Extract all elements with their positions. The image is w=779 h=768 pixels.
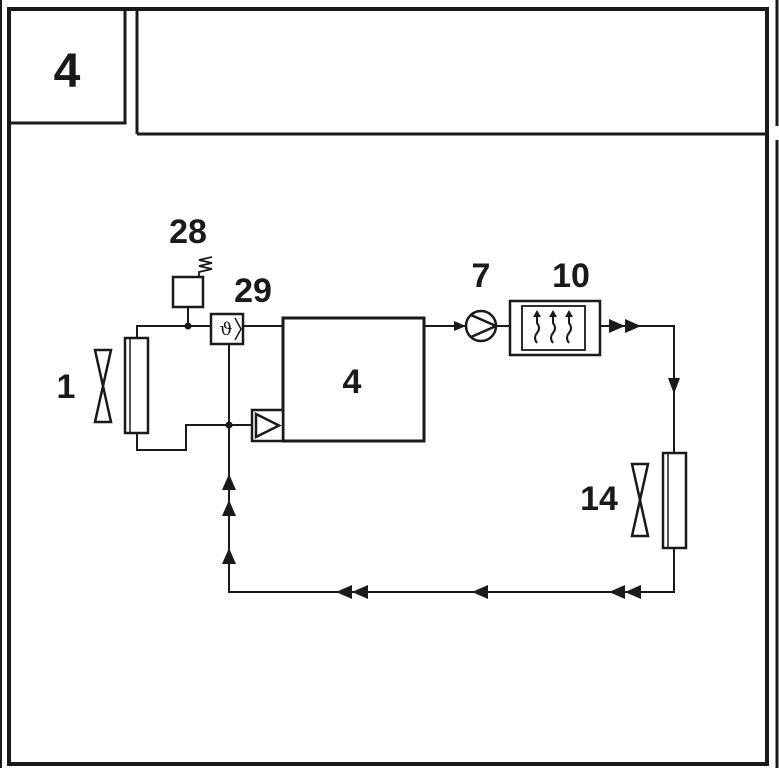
temperature-sensor-icon bbox=[209, 312, 245, 346]
pump-triangle bbox=[470, 313, 500, 339]
arrow-up-3 bbox=[222, 474, 236, 490]
unit-4 bbox=[250, 316, 426, 443]
pressure-sensor-icon bbox=[171, 275, 205, 309]
heat-wave-2 bbox=[550, 317, 556, 344]
fan-1 bbox=[93, 336, 150, 435]
pipe-top-left bbox=[136, 325, 211, 338]
pump-icon bbox=[464, 309, 498, 343]
unit-box bbox=[281, 316, 426, 443]
pipe-return-loop bbox=[228, 317, 675, 593]
arrow-up-1 bbox=[222, 548, 236, 564]
heat-waves-icon bbox=[534, 317, 572, 344]
heat-arrowhead-1 bbox=[533, 310, 541, 317]
arrow-bottom-3 bbox=[472, 585, 488, 599]
arrow-bottom-2 bbox=[609, 585, 625, 599]
fan-left-icon bbox=[93, 348, 113, 424]
label-4: 4 bbox=[343, 363, 362, 401]
theta-symbol: ϑ bbox=[220, 319, 233, 340]
label-7: 7 bbox=[472, 257, 491, 295]
figure-label-box bbox=[7, 7, 127, 125]
fan-14 bbox=[630, 451, 688, 550]
arrow-box-to-pump bbox=[454, 321, 466, 331]
heat-arrowhead-3 bbox=[565, 310, 573, 317]
heat-arrowhead-2 bbox=[549, 310, 557, 317]
pipe-bottom-left bbox=[136, 424, 252, 451]
spring-icon bbox=[198, 256, 213, 277]
heat-wave-1 bbox=[534, 317, 540, 344]
label-1: 1 bbox=[57, 368, 76, 406]
label-10: 10 bbox=[552, 257, 590, 295]
heat-wave-3 bbox=[566, 317, 572, 344]
outer-border bbox=[7, 7, 769, 766]
junction-dot-28 bbox=[184, 322, 192, 330]
sensor-29: ϑ bbox=[209, 312, 245, 346]
arrow-bottom-4 bbox=[352, 585, 368, 599]
arrow-bottom-5 bbox=[336, 585, 352, 599]
flow-arrows bbox=[222, 319, 680, 599]
figure-label: 4 bbox=[54, 45, 81, 98]
sensor-28 bbox=[171, 256, 213, 309]
label-28: 28 bbox=[169, 213, 207, 251]
radiator-right-icon bbox=[661, 451, 688, 550]
arrow-bottom-1 bbox=[625, 585, 641, 599]
heat-wave-arrowheads bbox=[533, 310, 573, 317]
pump-7 bbox=[464, 309, 500, 343]
label-29: 29 bbox=[234, 272, 272, 310]
valve-icon bbox=[254, 411, 282, 440]
arrow-up-2 bbox=[222, 500, 236, 516]
arrow-down-right bbox=[668, 378, 680, 394]
junction-dot-return bbox=[225, 421, 233, 429]
radiator-left-icon bbox=[123, 336, 150, 435]
arrow-heater-out-1 bbox=[609, 319, 625, 333]
arrow-heater-out-2 bbox=[625, 319, 641, 333]
pipe-heater-to-fan14 bbox=[600, 325, 675, 453]
sensor-29-bracket bbox=[234, 317, 242, 341]
fan-right-icon bbox=[630, 462, 650, 538]
label-14: 14 bbox=[580, 480, 618, 518]
heater-10 bbox=[508, 299, 602, 357]
